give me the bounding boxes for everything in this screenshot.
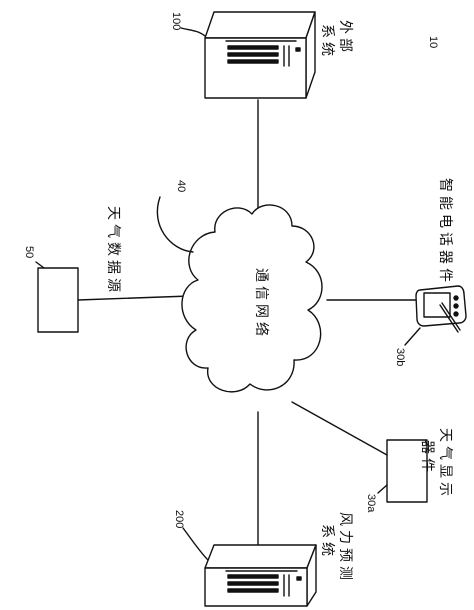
- ref-30b-label: 30b: [394, 348, 406, 367]
- ref-30a-label: 30a: [365, 494, 377, 513]
- ref-40-label: 40: [175, 180, 187, 193]
- weather-source-label: 天气数据源: [105, 206, 121, 296]
- ref-200-label: 200: [173, 510, 185, 529]
- ref-30b-leader: [404, 327, 421, 346]
- wind-forecast-label-line2: 系统: [319, 524, 335, 560]
- ref-40-leader: [156, 196, 194, 253]
- weather-display-label-line2: 器件: [419, 440, 435, 476]
- external-system-label-line2: 系统: [319, 24, 335, 60]
- external-system-label-line1: 外部: [337, 20, 353, 56]
- network-cloud: [181, 204, 323, 393]
- ref-50-leader: [35, 261, 45, 269]
- ref-100-leader: [180, 27, 206, 37]
- network-label: 通信网络: [253, 268, 269, 340]
- ref-200-leader: [182, 527, 209, 561]
- smartphone-icon: [415, 285, 467, 333]
- link-display-network: [291, 401, 388, 456]
- server-icon-external: [204, 11, 316, 99]
- smartphone-label: 智能电话器件: [437, 178, 453, 286]
- weather-source-box: [37, 267, 79, 333]
- weather-display-label-line1: 天气显示: [437, 428, 453, 500]
- weather-display-box: [386, 439, 428, 503]
- figure-number: 10: [427, 36, 439, 49]
- link-weathersource-network: [77, 295, 191, 301]
- ref-100-label: 100: [170, 12, 182, 31]
- server-icon-wind-forecast: [204, 544, 317, 607]
- wind-forecast-label-line1: 风力预测: [337, 512, 353, 584]
- ref-50-label: 50: [23, 246, 35, 259]
- ref-30a-leader: [377, 484, 388, 494]
